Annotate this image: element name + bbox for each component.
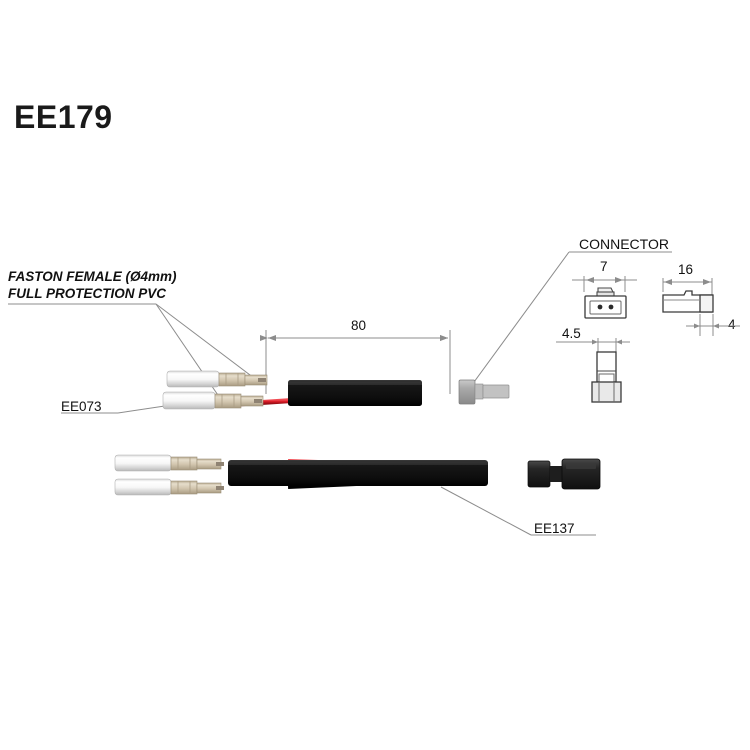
dimension-line-7 bbox=[572, 276, 637, 292]
lower-connector bbox=[527, 458, 601, 490]
lower-cable bbox=[228, 460, 488, 486]
upper-connector bbox=[458, 379, 510, 405]
upper-terminal-back bbox=[166, 370, 268, 388]
faston-note: FASTON FEMALE (Ø4mm) FULL PROTECTION PVC bbox=[8, 268, 177, 302]
faston-note-line2: FULL PROTECTION PVC bbox=[8, 286, 167, 301]
dimension-line-4-5 bbox=[556, 338, 630, 352]
lower-terminal-top bbox=[114, 454, 224, 472]
dimension-line-16 bbox=[662, 278, 713, 300]
upper-assembly bbox=[162, 370, 510, 410]
upper-heatshrink bbox=[288, 380, 422, 406]
dimension-80: 80 bbox=[351, 318, 367, 333]
ee137-leader-line bbox=[440, 486, 596, 536]
lower-assembly bbox=[114, 454, 601, 496]
connector-label: CONNECTOR bbox=[579, 236, 669, 252]
upper-terminal-front bbox=[162, 391, 264, 410]
dimension-line-4 bbox=[686, 314, 740, 336]
terminal-pin-view bbox=[556, 338, 630, 403]
dimension-16: 16 bbox=[678, 262, 694, 277]
faston-note-line1: FASTON FEMALE (Ø4mm) bbox=[8, 269, 177, 284]
part-label-ee073: EE073 bbox=[61, 399, 102, 414]
connector-front-view bbox=[572, 276, 637, 319]
part-label-ee137: EE137 bbox=[534, 521, 575, 536]
dimension-7: 7 bbox=[600, 259, 608, 274]
lower-terminal-bottom bbox=[114, 478, 224, 496]
connector-side-view bbox=[662, 278, 740, 336]
page-title: EE179 bbox=[14, 99, 113, 135]
faston-leader-lines bbox=[8, 303, 263, 405]
dimension-4: 4 bbox=[728, 317, 736, 332]
dimension-4-5: 4.5 bbox=[562, 326, 581, 341]
connector-leader-line bbox=[465, 251, 672, 394]
